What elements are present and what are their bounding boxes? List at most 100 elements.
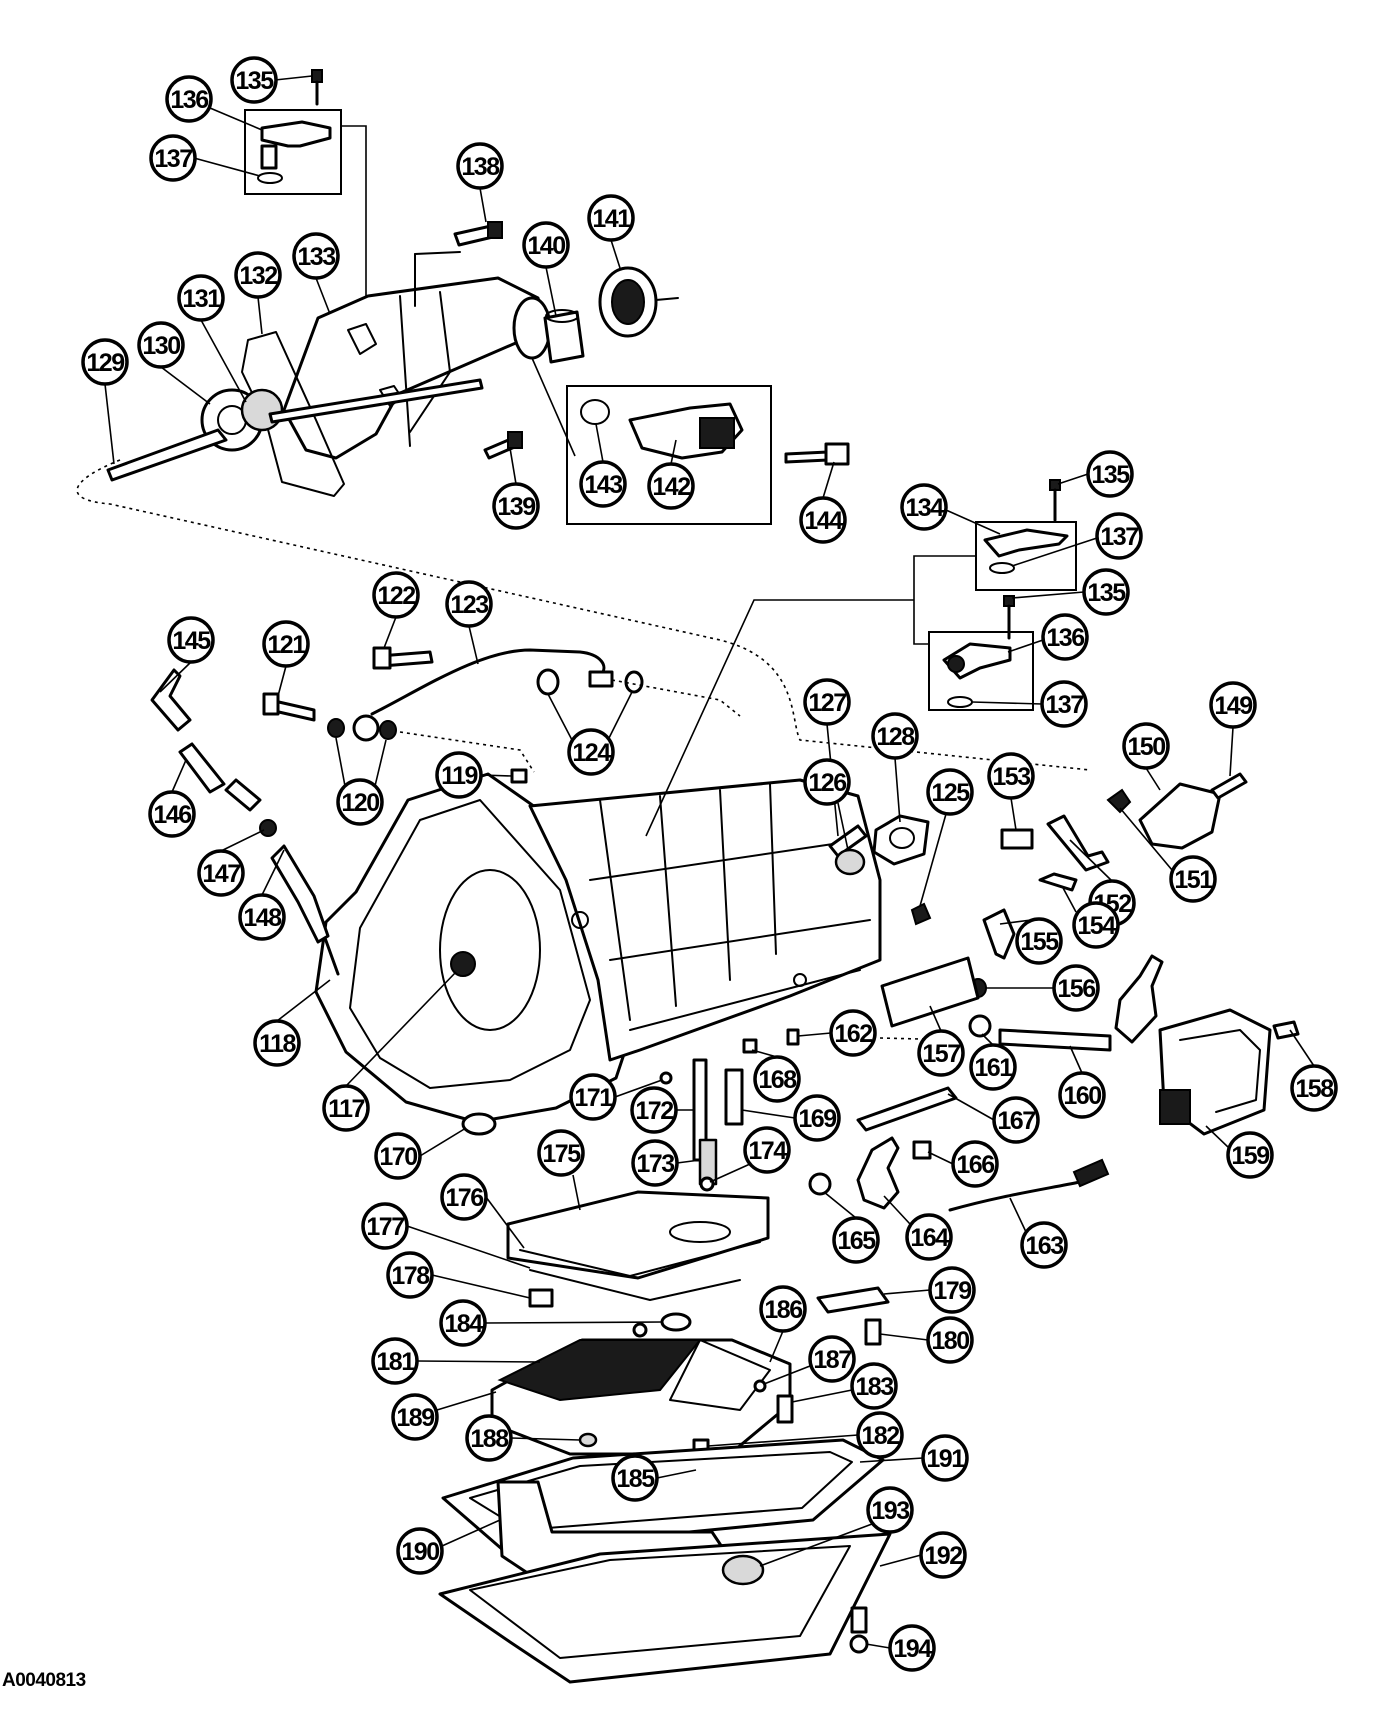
callout-137: 137 [1040,680,1088,728]
callout-159: 159 [1226,1131,1274,1179]
extension-housing-133 [282,276,550,460]
clip-155 [982,908,1016,960]
bolt-head [372,646,392,670]
callout-178: 178 [386,1251,434,1299]
leader-line [1061,885,1077,913]
callout-190: 190 [396,1527,444,1575]
tube-148 [270,844,330,944]
callout-circle [832,1216,880,1264]
bolt-180 [864,1318,882,1346]
o-ring [257,172,283,184]
callout-135: 135 [230,56,278,104]
leader-line [341,125,367,300]
callout-label: 191 [926,1445,965,1473]
plate-128 [872,814,930,866]
callout-label: 172 [635,1097,673,1125]
callout-circle [630,1086,678,1134]
leader-line [945,509,1001,535]
output-shaft-129 [106,428,228,482]
callout-153: 153 [987,752,1035,800]
bolt-183 [776,1394,794,1424]
callout-label: 146 [153,801,191,829]
callout-circle [579,460,627,508]
callout-label: 171 [574,1084,613,1112]
leader-line [345,971,457,1087]
callout-127: 127 [803,678,851,726]
sensor-inset-frame [244,109,342,195]
valve-body-cover-186 [669,1339,771,1411]
bolt-127 [828,824,868,858]
callout-circle [1086,450,1134,498]
leader-line [927,1151,954,1165]
callout-label: 182 [861,1422,899,1450]
callout-label: 194 [893,1635,932,1663]
spring-125 [910,902,932,926]
case-rib [719,789,731,981]
callout-181: 181 [371,1337,419,1385]
callout-label: 160 [1063,1082,1101,1110]
callout-146: 146 [148,790,196,838]
callout-circle [1040,680,1088,728]
callout-circle [753,1055,801,1103]
valve-body-channels [497,1339,703,1402]
leader-line [797,1032,832,1037]
callout-circle [866,1486,914,1534]
callout-183: 183 [850,1362,898,1410]
callout-180: 180 [926,1316,974,1364]
leader-line [913,555,976,645]
callout-label: 176 [445,1184,483,1212]
callout-circle [456,142,504,190]
callout-label: 139 [497,493,535,521]
callout-label: 151 [1174,866,1213,894]
callout-circle [149,134,197,182]
gasket-177 [529,1269,741,1301]
leader-line [879,1554,922,1567]
callout-label: 129 [86,349,124,377]
callout-176: 176 [440,1173,488,1221]
callout-label: 177 [366,1213,404,1241]
bell-bore [439,869,541,1031]
callout-label: 135 [235,67,274,95]
o-ring-147 [259,819,277,837]
tube-146-seal [224,778,262,812]
callout-187: 187 [808,1335,856,1383]
callout-150: 150 [1122,722,1170,770]
leader-line [1009,1197,1027,1233]
callout-circle [759,1285,807,1333]
solenoid-connector [699,417,735,449]
callout-label: 137 [1100,523,1138,551]
callout-label: 162 [834,1020,872,1048]
callout-151: 151 [1169,855,1217,903]
callout-label: 118 [259,1030,296,1058]
leader-line [431,1274,531,1299]
ball-171 [659,1071,673,1085]
leader-line [883,1195,911,1225]
callout-circle [537,1129,585,1177]
callout-143: 143 [579,460,627,508]
leader-line [171,759,187,793]
callout-130: 130 [137,321,185,369]
callout-circle [372,571,420,619]
callout-circle [165,75,213,123]
detent-lever-152 [1046,814,1110,872]
seal-161 [968,1014,992,1038]
callout-circle [905,1213,953,1261]
callout-label: 145 [172,627,211,655]
case-port [793,973,807,987]
callout-135: 135 [1082,568,1130,616]
callout-133: 133 [292,232,340,280]
callout-label: 127 [808,689,846,717]
leader-line [220,829,265,852]
callout-156: 156 [1052,964,1100,1012]
leader-line [257,296,263,335]
callout-label: 133 [297,243,335,271]
leader-line [763,1365,811,1385]
callout-circle [900,483,948,531]
callout-label: 169 [798,1105,836,1133]
callout-167: 167 [992,1096,1040,1144]
oil-pan-192 [438,1532,892,1684]
callout-175: 175 [537,1129,585,1177]
seal-center [611,279,645,325]
leader-line [547,693,573,741]
leader-line [406,1225,531,1269]
